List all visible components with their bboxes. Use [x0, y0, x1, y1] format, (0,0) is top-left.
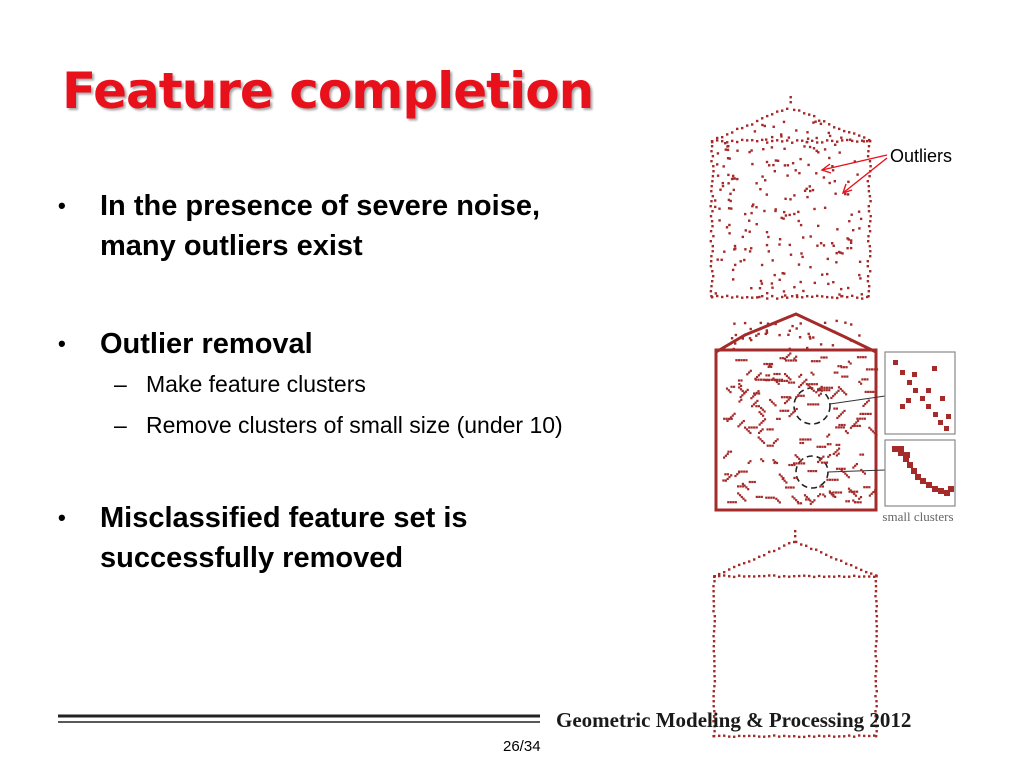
bullet-text-line: many outliers exist — [100, 230, 363, 262]
small-clusters-label: small clusters — [882, 509, 954, 524]
sub-bullet-glyph: – — [114, 371, 127, 397]
slide-title: Feature completion — [62, 62, 594, 120]
outliers-label: Outliers — [890, 146, 953, 166]
footer-course-title: Geometric Modeling & Processing 2012 — [556, 708, 912, 732]
bullet-item: • In the presence of severe noise, many … — [58, 186, 678, 266]
bullet-text-line: Outlier removal — [100, 328, 313, 360]
bullet-item: • Misclassified feature set is successfu… — [58, 498, 678, 578]
noisy-feature-points — [709, 96, 872, 300]
bullet-text-line: Misclassified feature set is — [100, 502, 468, 534]
bullet-item: • Outlier removal — [58, 324, 678, 364]
bullet-glyph: • — [58, 193, 66, 218]
outliers-arrows — [820, 154, 888, 195]
zoom-inset-points — [892, 446, 954, 496]
feature-clusters — [714, 312, 956, 512]
bullet-list: • In the presence of severe noise, many … — [58, 186, 678, 578]
bullet-glyph: • — [58, 505, 66, 530]
sub-bullet-item: – Remove clusters of small size (under 1… — [58, 405, 678, 446]
sub-bullet-text: Remove clusters of small size (under 10) — [146, 412, 563, 438]
sub-bullet-glyph: – — [114, 412, 127, 438]
bullet-glyph: • — [58, 331, 66, 356]
bullet-text-line: In the presence of severe noise, — [100, 190, 541, 222]
cleaned-feature-points — [712, 530, 879, 739]
sub-bullet-item: – Make feature clusters — [58, 364, 678, 405]
cluster-highlight-circle — [793, 387, 831, 425]
house-roof-outline — [715, 312, 877, 354]
zoom-inset — [884, 351, 956, 435]
bullet-text-line: successfully removed — [100, 542, 404, 574]
leader-line — [829, 395, 886, 405]
leader-line — [827, 469, 886, 473]
page-number: 26/34 — [503, 738, 541, 755]
zoom-inset-points — [893, 360, 951, 431]
house-body-outline — [714, 348, 878, 512]
sub-bullet-text: Make feature clusters — [146, 371, 366, 397]
